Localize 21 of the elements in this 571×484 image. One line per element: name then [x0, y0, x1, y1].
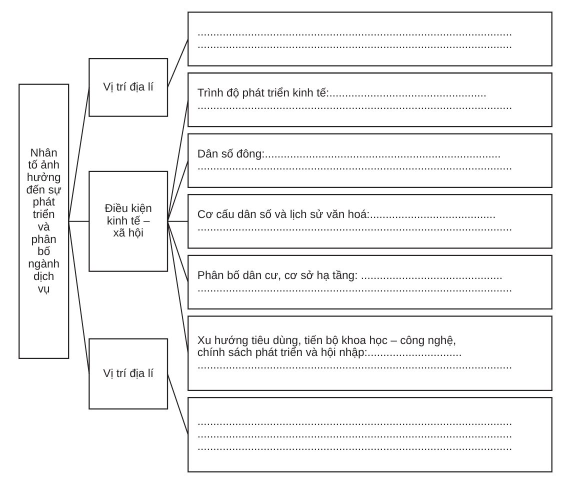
- connector: [167, 374, 189, 435]
- node-box: Xu hướng tiêu dùng, tiến bộ khoa học – công nghệ, chính sách phát triển và hội nhập:.............................. ....................................................................................................: [188, 316, 552, 391]
- node-box: Dân số đông:........................................................................... ....................................................................................................: [188, 133, 552, 188]
- node-box: .................................................................................................... ....................................................................................................: [188, 12, 552, 66]
- node-box: Phân bố dân cư, cơ sở hạ tầng: ............................................. ....................................................................................................: [188, 254, 552, 310]
- connector: [68, 220, 90, 222]
- node-box: Vị trí địa lí: [88, 58, 168, 117]
- connector: [68, 221, 90, 374]
- connector: [167, 221, 189, 282]
- connector: [68, 87, 90, 222]
- connector: [167, 100, 189, 222]
- connector: [167, 221, 189, 354]
- connector: [167, 160, 189, 222]
- node-box: Trình độ phát triển kinh tế:.................................................. ....................................................................................................: [188, 72, 552, 128]
- connector: [168, 220, 188, 222]
- node-box: .................................................................................................... .................................................................................................... ....................................................................................................: [188, 397, 552, 472]
- node-box: Điều kiện kinh tế – xã hội: [88, 170, 168, 272]
- node-box: Nhân tố ảnh hưởng đến sự phát triển và phân bố ngành dịch vụ: [18, 84, 70, 360]
- node-box: Vị trí địa lí: [88, 338, 168, 410]
- node-box: Cơ cấu dân số và lịch sử văn hoá:........................................ ....................................................................................................: [188, 194, 552, 249]
- connector: [167, 38, 189, 88]
